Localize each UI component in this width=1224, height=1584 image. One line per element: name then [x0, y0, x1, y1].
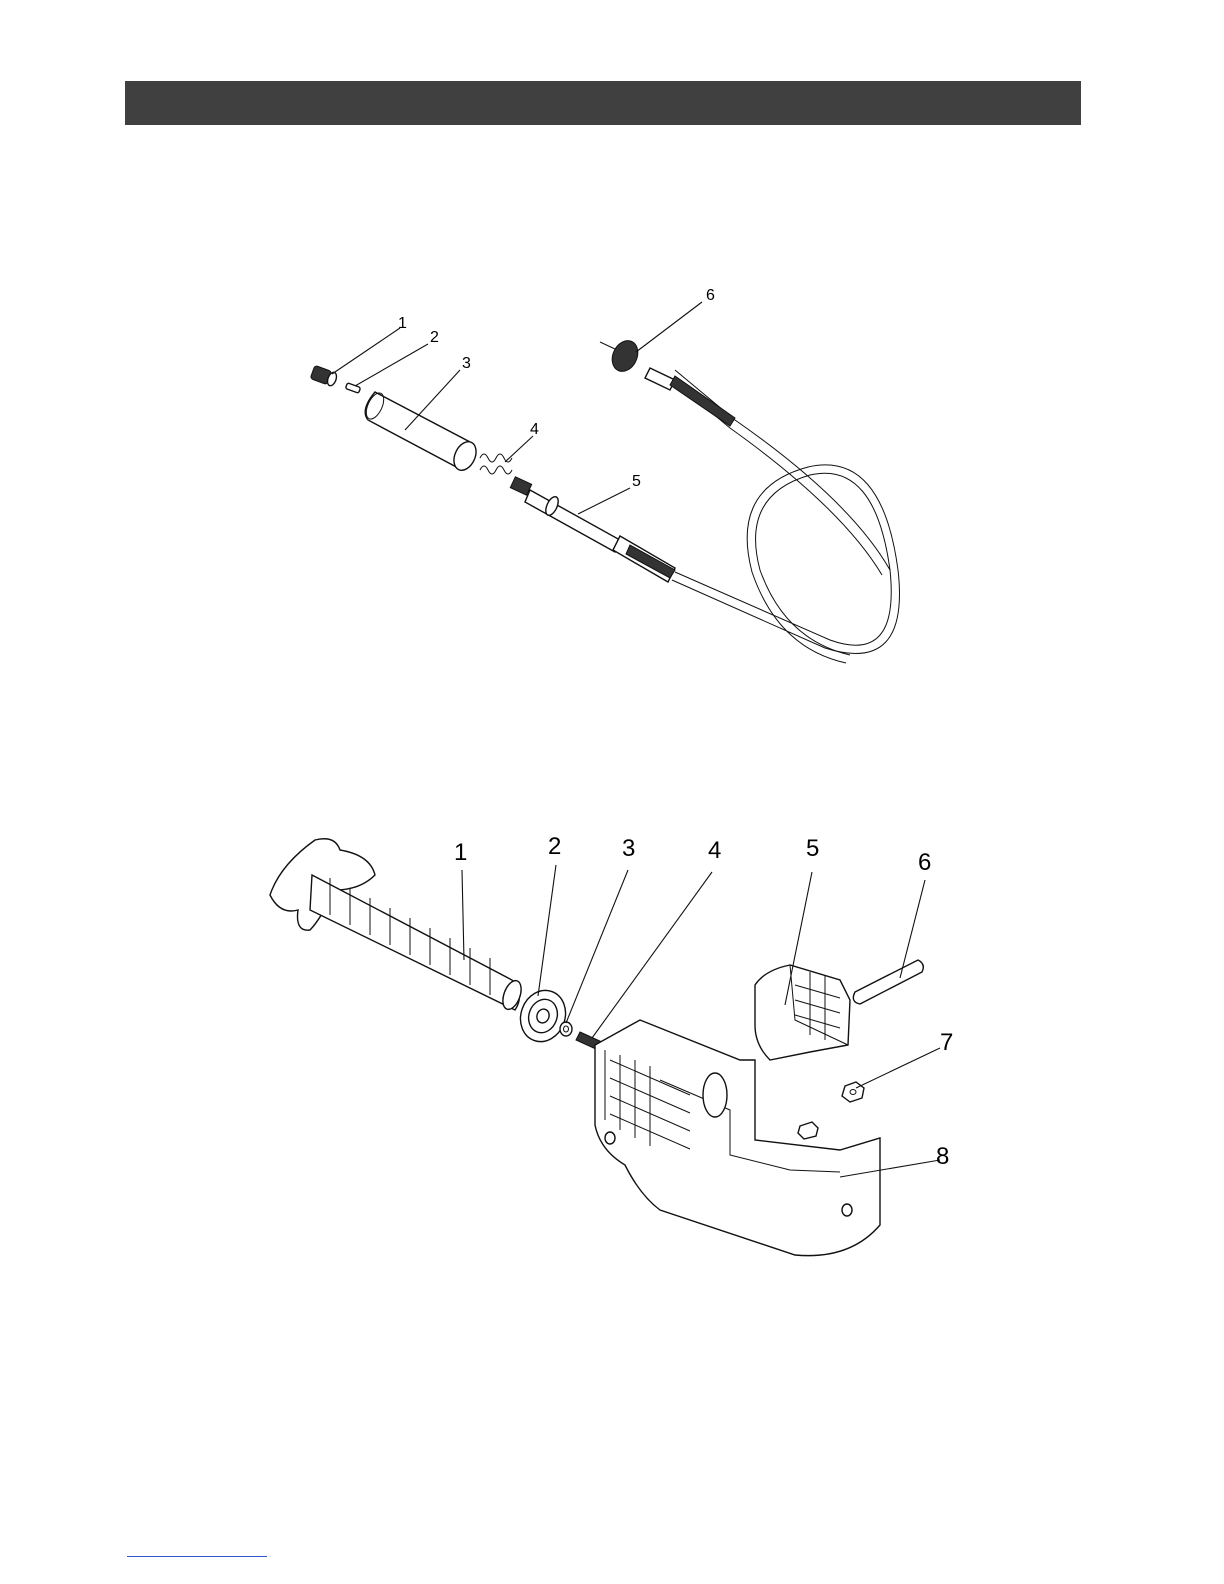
washer-part	[560, 1022, 572, 1036]
collet-nut-part	[310, 365, 338, 387]
footer-line	[127, 1556, 267, 1557]
callout-7: 7	[940, 1029, 953, 1056]
callout-2: 2	[430, 329, 439, 346]
clamp-body-part	[595, 1020, 880, 1256]
spring-part	[480, 454, 512, 474]
callout-1: 1	[398, 315, 407, 332]
knob-screw-part	[270, 839, 525, 1012]
callout-1: 1	[454, 839, 467, 866]
pin-part	[853, 960, 923, 1004]
callout-5: 5	[806, 835, 819, 862]
callout-4: 4	[530, 421, 539, 438]
jaw-block-part	[755, 965, 850, 1060]
callout-5: 5	[632, 473, 641, 490]
header-bar	[125, 81, 1081, 125]
callout-3: 3	[462, 355, 471, 372]
callout-6: 6	[706, 287, 715, 304]
callout-3: 3	[622, 835, 635, 862]
shaft-end-part	[510, 477, 675, 582]
pressure-plate-part	[513, 984, 572, 1048]
nut-part	[842, 1082, 864, 1102]
clamp-diagram: 1 2 3 4 5 6 7 8	[250, 820, 990, 1280]
drive-connector-part	[600, 336, 735, 426]
handle-part	[363, 390, 481, 473]
callout-8: 8	[936, 1143, 949, 1170]
flexible-shaft-diagram: 1 2 3 4 5 6	[290, 270, 950, 690]
callout-2: 2	[548, 833, 561, 860]
callout-4: 4	[708, 837, 721, 864]
flexible-cable	[670, 370, 899, 663]
callout-6: 6	[918, 849, 931, 876]
